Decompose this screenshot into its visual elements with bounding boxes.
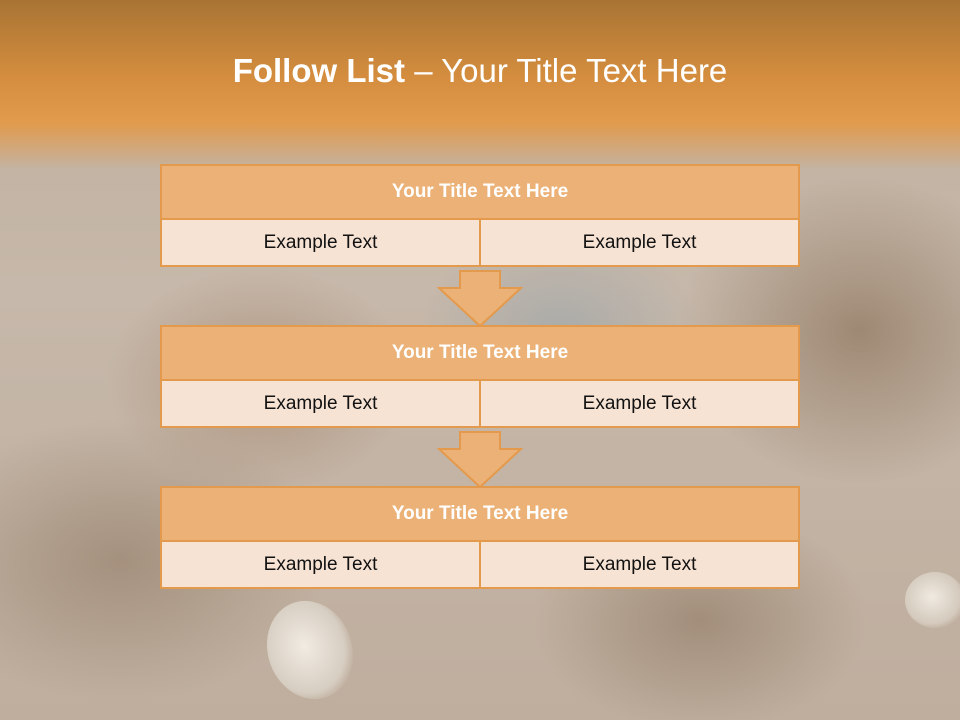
block-cell-left: Example Text bbox=[160, 218, 481, 267]
block-row: Example Text Example Text bbox=[160, 218, 800, 267]
block-row: Example Text Example Text bbox=[160, 540, 800, 589]
slide-title: Follow List – Your Title Text Here bbox=[0, 52, 960, 90]
list-block-2: Your Title Text Here Example Text Exampl… bbox=[160, 325, 800, 428]
list-block-1: Your Title Text Here Example Text Exampl… bbox=[160, 164, 800, 267]
block-cell-left: Example Text bbox=[160, 540, 481, 589]
sheep-figure bbox=[253, 588, 367, 712]
list-block-3: Your Title Text Here Example Text Exampl… bbox=[160, 486, 800, 589]
title-band bbox=[0, 0, 960, 170]
sheep-figure bbox=[905, 572, 960, 628]
block-cell-right: Example Text bbox=[479, 218, 800, 267]
block-cell-left: Example Text bbox=[160, 379, 481, 428]
block-cell-right: Example Text bbox=[479, 379, 800, 428]
block-cell-right: Example Text bbox=[479, 540, 800, 589]
block-title: Your Title Text Here bbox=[160, 164, 800, 220]
block-title: Your Title Text Here bbox=[160, 325, 800, 381]
slide-title-rest: – Your Title Text Here bbox=[405, 52, 728, 89]
block-title: Your Title Text Here bbox=[160, 486, 800, 542]
down-arrow-icon bbox=[437, 270, 523, 328]
block-row: Example Text Example Text bbox=[160, 379, 800, 428]
down-arrow-icon bbox=[437, 431, 523, 489]
slide-title-bold: Follow List bbox=[232, 52, 406, 89]
